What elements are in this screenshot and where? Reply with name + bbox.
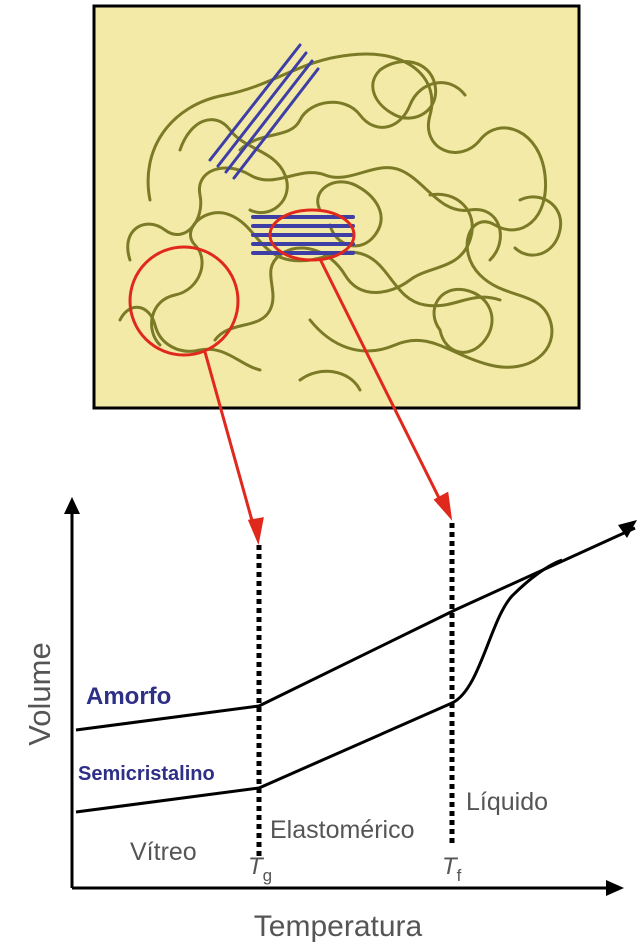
tg-label: Tg (248, 853, 272, 885)
tf-subscript: f (457, 866, 462, 885)
vitreo-region-label: Vítreo (130, 838, 197, 866)
polymer-structure-panel (94, 6, 579, 408)
panel-background (94, 6, 579, 408)
y-axis-label: Volume (22, 642, 57, 745)
x-axis-label: Temperatura (254, 910, 423, 943)
elastomerico-region-label: Elastomérico (270, 816, 415, 844)
y-axis-arrowhead (64, 497, 80, 514)
liquido-region-label: Líquido (466, 788, 548, 816)
amorfo-label: Amorfo (86, 683, 171, 710)
tf-label: Tf (442, 853, 462, 885)
semicristalino-label: Semicristalino (78, 763, 215, 785)
connector-tg-arrowhead (250, 519, 262, 540)
connector-tf-arrowhead (436, 494, 450, 516)
x-axis-arrowhead (606, 880, 624, 896)
tg-subscript: g (263, 866, 272, 885)
